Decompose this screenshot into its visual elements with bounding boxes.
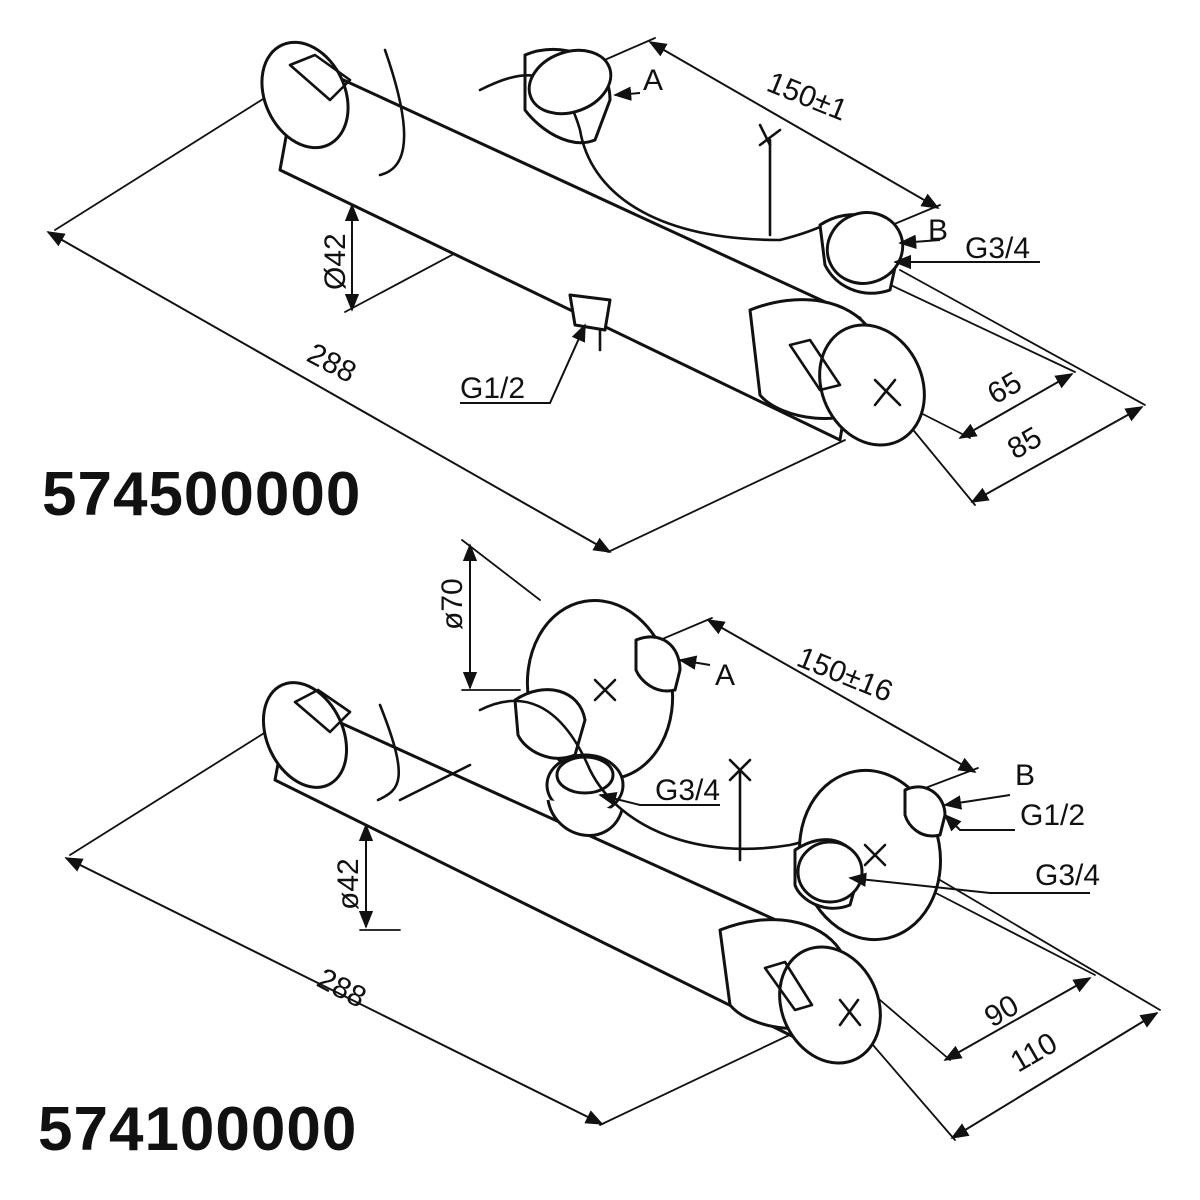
model-code-574100000: 574100000	[38, 1095, 357, 1164]
label-depth-outer: 85	[1002, 421, 1047, 466]
valve-body	[261, 598, 947, 1065]
label-port-b: B	[1015, 759, 1035, 792]
leaders	[598, 655, 1090, 894]
leaders	[460, 86, 1040, 404]
label-flange-diameter: ø70	[436, 578, 469, 630]
label-port-b: B	[928, 214, 948, 247]
label-depth-outer: 110	[1005, 1027, 1063, 1079]
dimension-total-length	[46, 81, 846, 553]
dimension-depth	[859, 879, 1161, 1141]
model-574500000-drawing: A B 150±1 G3/4 Ø42 288 G1/2 65 85	[46, 37, 1146, 553]
label-port-a: A	[643, 64, 663, 97]
label-port-a: A	[715, 659, 735, 692]
label-inlet-thread: G3/4	[965, 232, 1030, 265]
label-body-diameter: ø42	[332, 858, 365, 910]
label-port-b-thread: G1/2	[1020, 799, 1085, 832]
dimension-flange-diameter	[461, 539, 541, 691]
label-center-distance: 150±1	[762, 66, 852, 128]
model-code-574500000: 574500000	[42, 460, 361, 529]
dimension-depth	[879, 269, 1146, 506]
label-depth-inner: 90	[979, 989, 1024, 1034]
label-outlet-thread-left: G3/4	[655, 774, 720, 807]
label-total-length: 288	[312, 962, 372, 1015]
dimension-center-distance	[659, 617, 979, 791]
label-inlet-thread: G3/4	[1035, 859, 1100, 892]
model-574100000-drawing: ø70 A 150±16 B G3/4 G1/2 G3/4 ø42 288 90…	[64, 539, 1161, 1141]
label-outlet-thread: G1/2	[460, 372, 525, 405]
dimension-total-length	[64, 719, 801, 1126]
valve-body	[260, 40, 926, 447]
label-body-diameter: Ø42	[319, 233, 352, 290]
